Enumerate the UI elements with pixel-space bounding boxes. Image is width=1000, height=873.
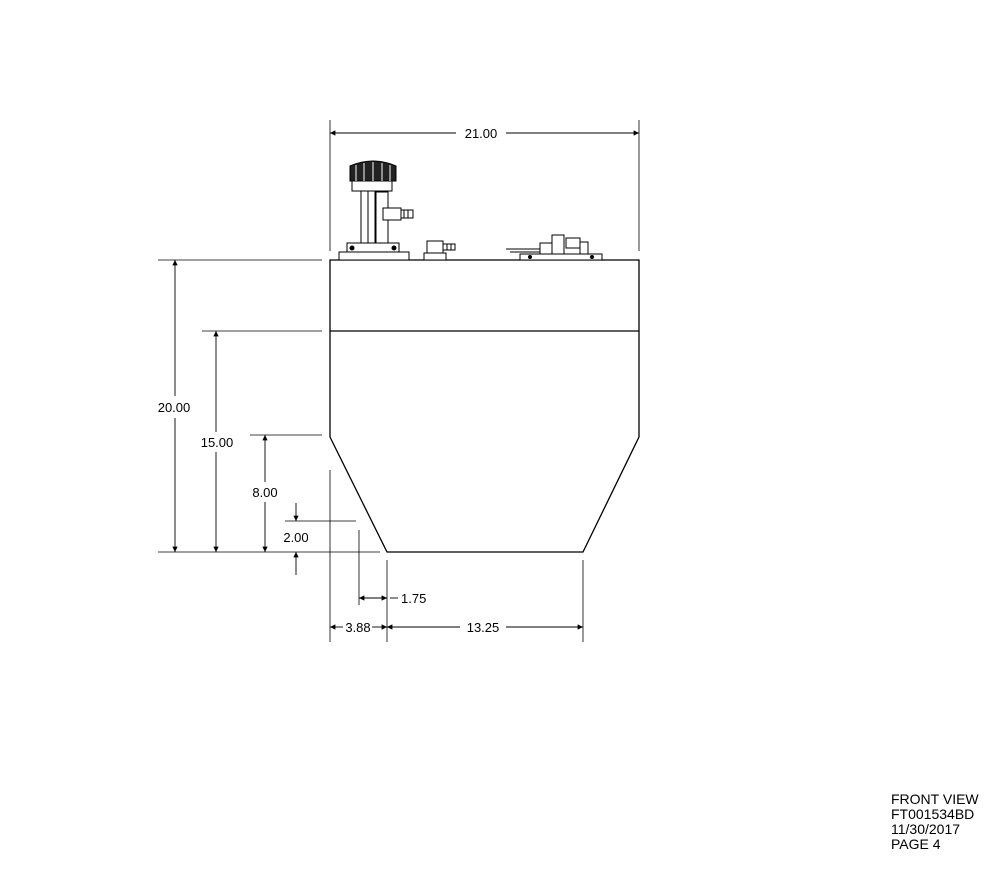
dimension-lines (172, 130, 639, 630)
view-label: FRONT VIEW (891, 791, 979, 807)
tank-body (329, 259, 640, 553)
drawing-date: 11/30/2017 (891, 821, 961, 837)
dim-upper-height: 15.00 (201, 435, 234, 450)
dim-overall-width: 21.00 (465, 126, 498, 141)
dim-overall-height: 20.00 (158, 400, 191, 415)
page-label: PAGE 4 (891, 836, 941, 852)
extension-lines (158, 120, 640, 642)
dim-bottom-width: 13.25 (467, 620, 500, 635)
part-number: FT001534BD (891, 806, 975, 822)
dim-inset-left: 3.88 (345, 620, 370, 635)
pump-assembly (338, 160, 414, 261)
dim-bevel-height: 8.00 (252, 485, 277, 500)
dim-bottom-step: 2.00 (283, 530, 308, 545)
sending-unit (506, 234, 603, 261)
title-block: FRONT VIEW FT001534BD 11/30/2017 PAGE 4 (891, 792, 979, 852)
vent-fitting (423, 240, 456, 261)
dim-inset-small: 1.75 (401, 591, 426, 606)
